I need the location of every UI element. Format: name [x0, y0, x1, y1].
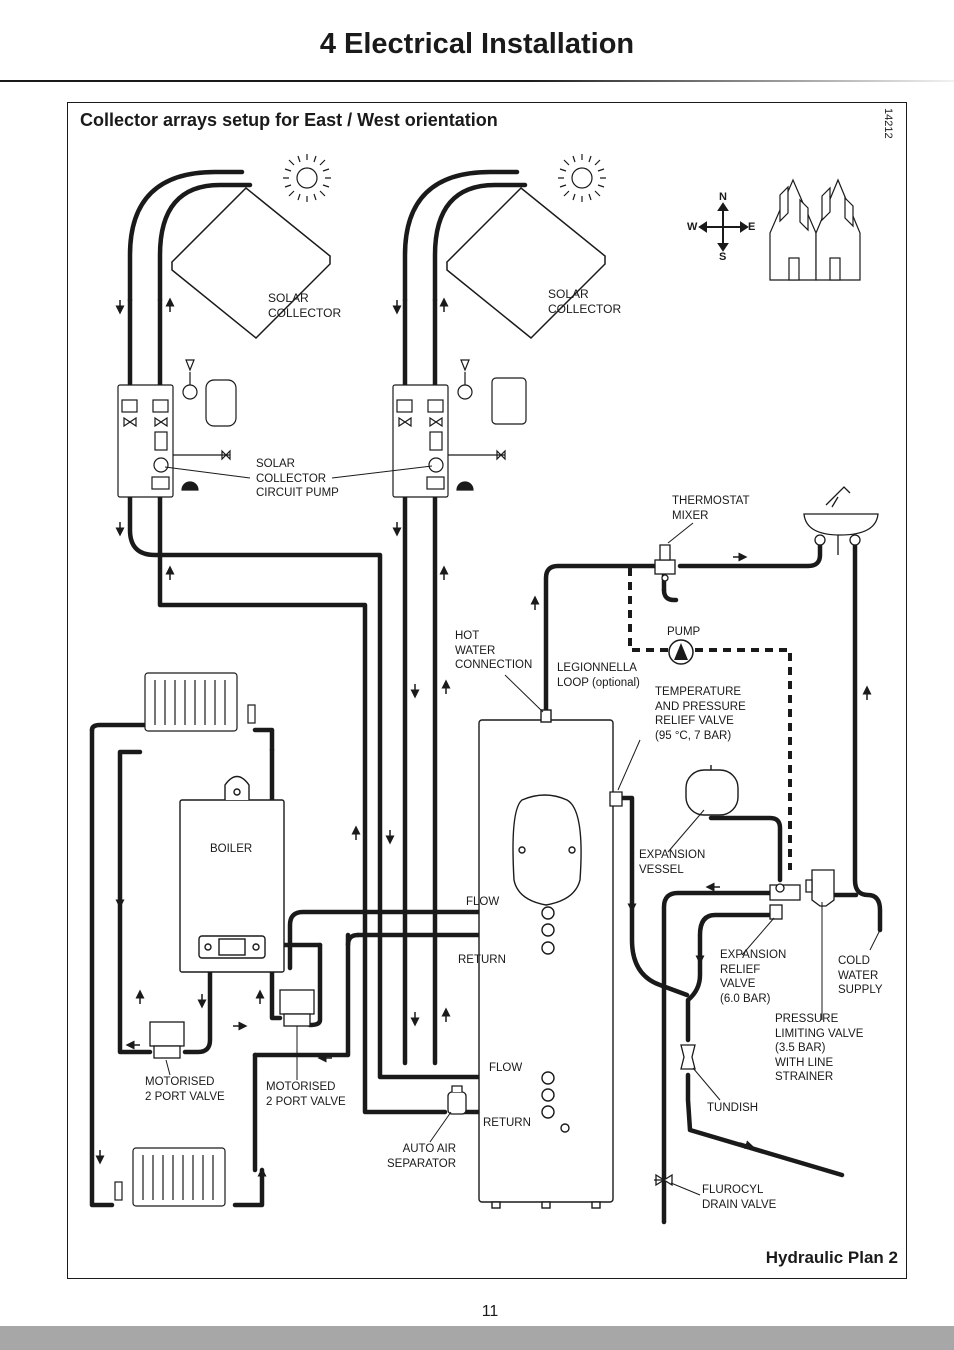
house-icon — [769, 178, 861, 281]
label-hot-water-connection: HOT WATER CONNECTION — [455, 630, 533, 671]
drain-valve — [654, 1173, 673, 1187]
label-thermostat-mixer: THERMOSTAT MIXER — [672, 495, 750, 522]
solar-pump-station — [392, 359, 527, 498]
compass-north: N — [719, 191, 727, 203]
solar-pump-station — [117, 359, 237, 498]
sun-icon — [283, 154, 331, 202]
label-pressure-limiting-valve: PRESSURE LIMITING VALVE (3.5 BAR) WITH L… — [775, 1013, 864, 1083]
label-drain-valve: FLUROCYL DRAIN VALVE — [702, 1184, 777, 1211]
motorised-valve — [279, 989, 315, 1027]
radiator — [114, 1147, 226, 1207]
pressure-limiting-valve — [769, 869, 835, 920]
boiler-unit — [179, 775, 285, 973]
label-tundish: TUNDISH — [707, 1102, 759, 1114]
label-legionnella-loop: LEGIONNELLA LOOP (optional) — [557, 662, 640, 689]
label-motorised-valve-1: MOTORISED 2 PORT VALVE — [145, 1076, 225, 1103]
footer-bar — [0, 1326, 954, 1350]
motorised-valve — [149, 1021, 185, 1059]
hydraulic-plan-label: Hydraulic Plan 2 — [765, 1248, 898, 1267]
solar-collector-panel — [170, 186, 332, 340]
diagram-frame — [67, 102, 907, 1279]
page-title: 4 Electrical Installation — [319, 28, 635, 60]
label-solar-collector-1: SOLAR COLLECTOR — [268, 291, 342, 320]
compass-west: W — [687, 221, 698, 233]
compass-cross — [698, 202, 749, 252]
page-number: 11 — [481, 1303, 499, 1320]
expansion-vessel — [685, 765, 739, 816]
leader-lines — [164, 465, 881, 1196]
sun-icon — [558, 154, 606, 202]
label-motorised-valve-2: MOTORISED 2 PORT VALVE — [266, 1081, 346, 1108]
pipework — [89, 169, 883, 1225]
label-expansion-relief-valve: EXPANSION RELIEF VALVE (6.0 BAR) — [720, 949, 787, 1005]
label-flow-upper: FLOW — [466, 896, 500, 908]
solar-collector-panel — [445, 186, 607, 340]
legionnella-loop-pipe — [628, 568, 792, 870]
label-return-lower: RETURN — [483, 1117, 531, 1129]
label-tp-relief-valve: TEMPERATURE AND PRESSURE RELIEF VALVE (9… — [655, 686, 746, 742]
tundish — [680, 1044, 696, 1070]
title-rule — [0, 80, 954, 82]
sink-basin — [803, 486, 879, 555]
label-boiler: BOILER — [210, 843, 253, 855]
label-auto-air-separator: AUTO AIR SEPARATOR — [387, 1143, 457, 1170]
compass-east: E — [748, 221, 756, 233]
hot-water-cylinder — [478, 709, 614, 1209]
label-flow-lower: FLOW — [489, 1062, 523, 1074]
label-return-upper: RETURN — [458, 954, 506, 966]
compass-south: S — [719, 251, 727, 263]
drawing-number: 14212 — [882, 108, 894, 139]
thermostat-mixer-valve — [654, 544, 676, 582]
label-cold-water-supply: COLD WATER SUPPLY — [838, 955, 883, 996]
label-pump: PUMP — [667, 626, 701, 638]
tp-relief-valve — [609, 791, 623, 807]
diagram-title: Collector arrays setup for East / West o… — [80, 110, 498, 130]
label-solar-pump: SOLAR COLLECTOR CIRCUIT PUMP — [256, 458, 339, 499]
radiator — [144, 672, 256, 732]
auto-air-separator — [447, 1085, 467, 1115]
label-solar-collector-2: SOLAR COLLECTOR — [548, 287, 622, 316]
label-expansion-vessel: EXPANSION VESSEL — [639, 849, 706, 876]
pump-symbol — [674, 643, 688, 660]
